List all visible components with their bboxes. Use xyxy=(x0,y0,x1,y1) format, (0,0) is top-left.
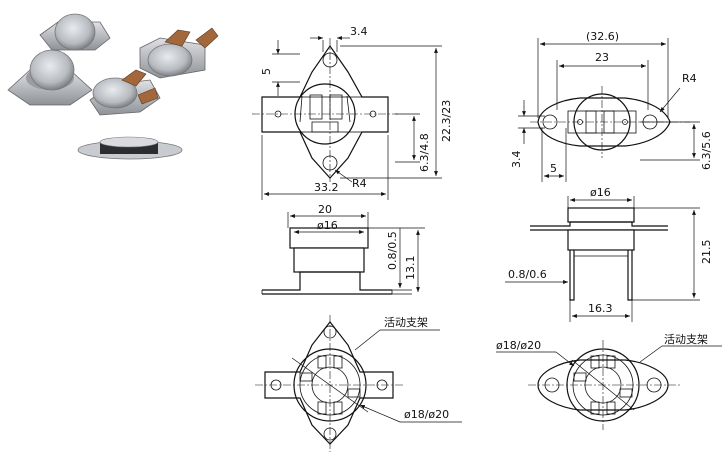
dim-21-5: 21.5 xyxy=(700,240,713,265)
dim-23: 23 xyxy=(595,51,609,64)
dim-3-4: 3.4 xyxy=(350,25,368,38)
dim-13-1: 13.1 xyxy=(404,256,417,281)
dim-6-3-4-8: 6.3/4.8 xyxy=(418,133,431,172)
middle-left-side-view: 20 ø16 0.8/0.5 13.1 xyxy=(261,203,425,295)
bottom-left-view: 活动支架 ø18/ø20 xyxy=(255,315,462,452)
dim-16-3: 16.3 xyxy=(588,302,613,315)
dim-0-8-0-5: 0.8/0.5 xyxy=(386,231,399,270)
label-movable-bracket: 活动支架 xyxy=(384,316,428,329)
photo-part-2 xyxy=(39,13,111,51)
dim-phi-18-20: ø18/ø20 xyxy=(404,408,449,421)
dim-33-2: 33.2 xyxy=(314,181,339,194)
dim-0-8-0-6: 0.8/0.6 xyxy=(508,268,547,281)
radius-r4: R4 xyxy=(352,177,367,190)
dim-5: 5 xyxy=(260,68,273,75)
photo-part-5 xyxy=(77,136,183,160)
radius-r4-right: R4 xyxy=(682,72,697,85)
top-left-view: 3.4 5 33.2 R4 22.3/23 6.3/4.8 xyxy=(252,25,453,200)
dim-phi-18-20-right: ø18/ø20 xyxy=(496,339,541,352)
dim-phi-16: ø16 xyxy=(317,219,338,232)
photo-part-1 xyxy=(7,49,93,106)
photo-part-3 xyxy=(139,27,219,79)
dim-20: 20 xyxy=(318,203,332,216)
top-right-view: (32.6) 23 R4 6.3/5.6 3.4 5 xyxy=(510,30,713,182)
middle-right-side-view: ø16 21.5 0.8/0.6 16.3 xyxy=(505,186,713,322)
dim-6-3-5-6: 6.3/5.6 xyxy=(700,131,713,170)
dim-phi-16-right: ø16 xyxy=(590,186,611,199)
thermostat-product-photo xyxy=(7,13,219,160)
dim-32-6: (32.6) xyxy=(586,30,619,43)
bottom-right-view: 活动支架 ø18/ø20 xyxy=(496,333,722,430)
dim-3-4-right: 3.4 xyxy=(510,151,523,169)
dim-22-3-23: 22.3/23 xyxy=(440,100,453,142)
photo-part-4 xyxy=(89,69,161,116)
dim-5-right: 5 xyxy=(550,162,557,175)
label-movable-bracket-right: 活动支架 xyxy=(664,333,708,346)
